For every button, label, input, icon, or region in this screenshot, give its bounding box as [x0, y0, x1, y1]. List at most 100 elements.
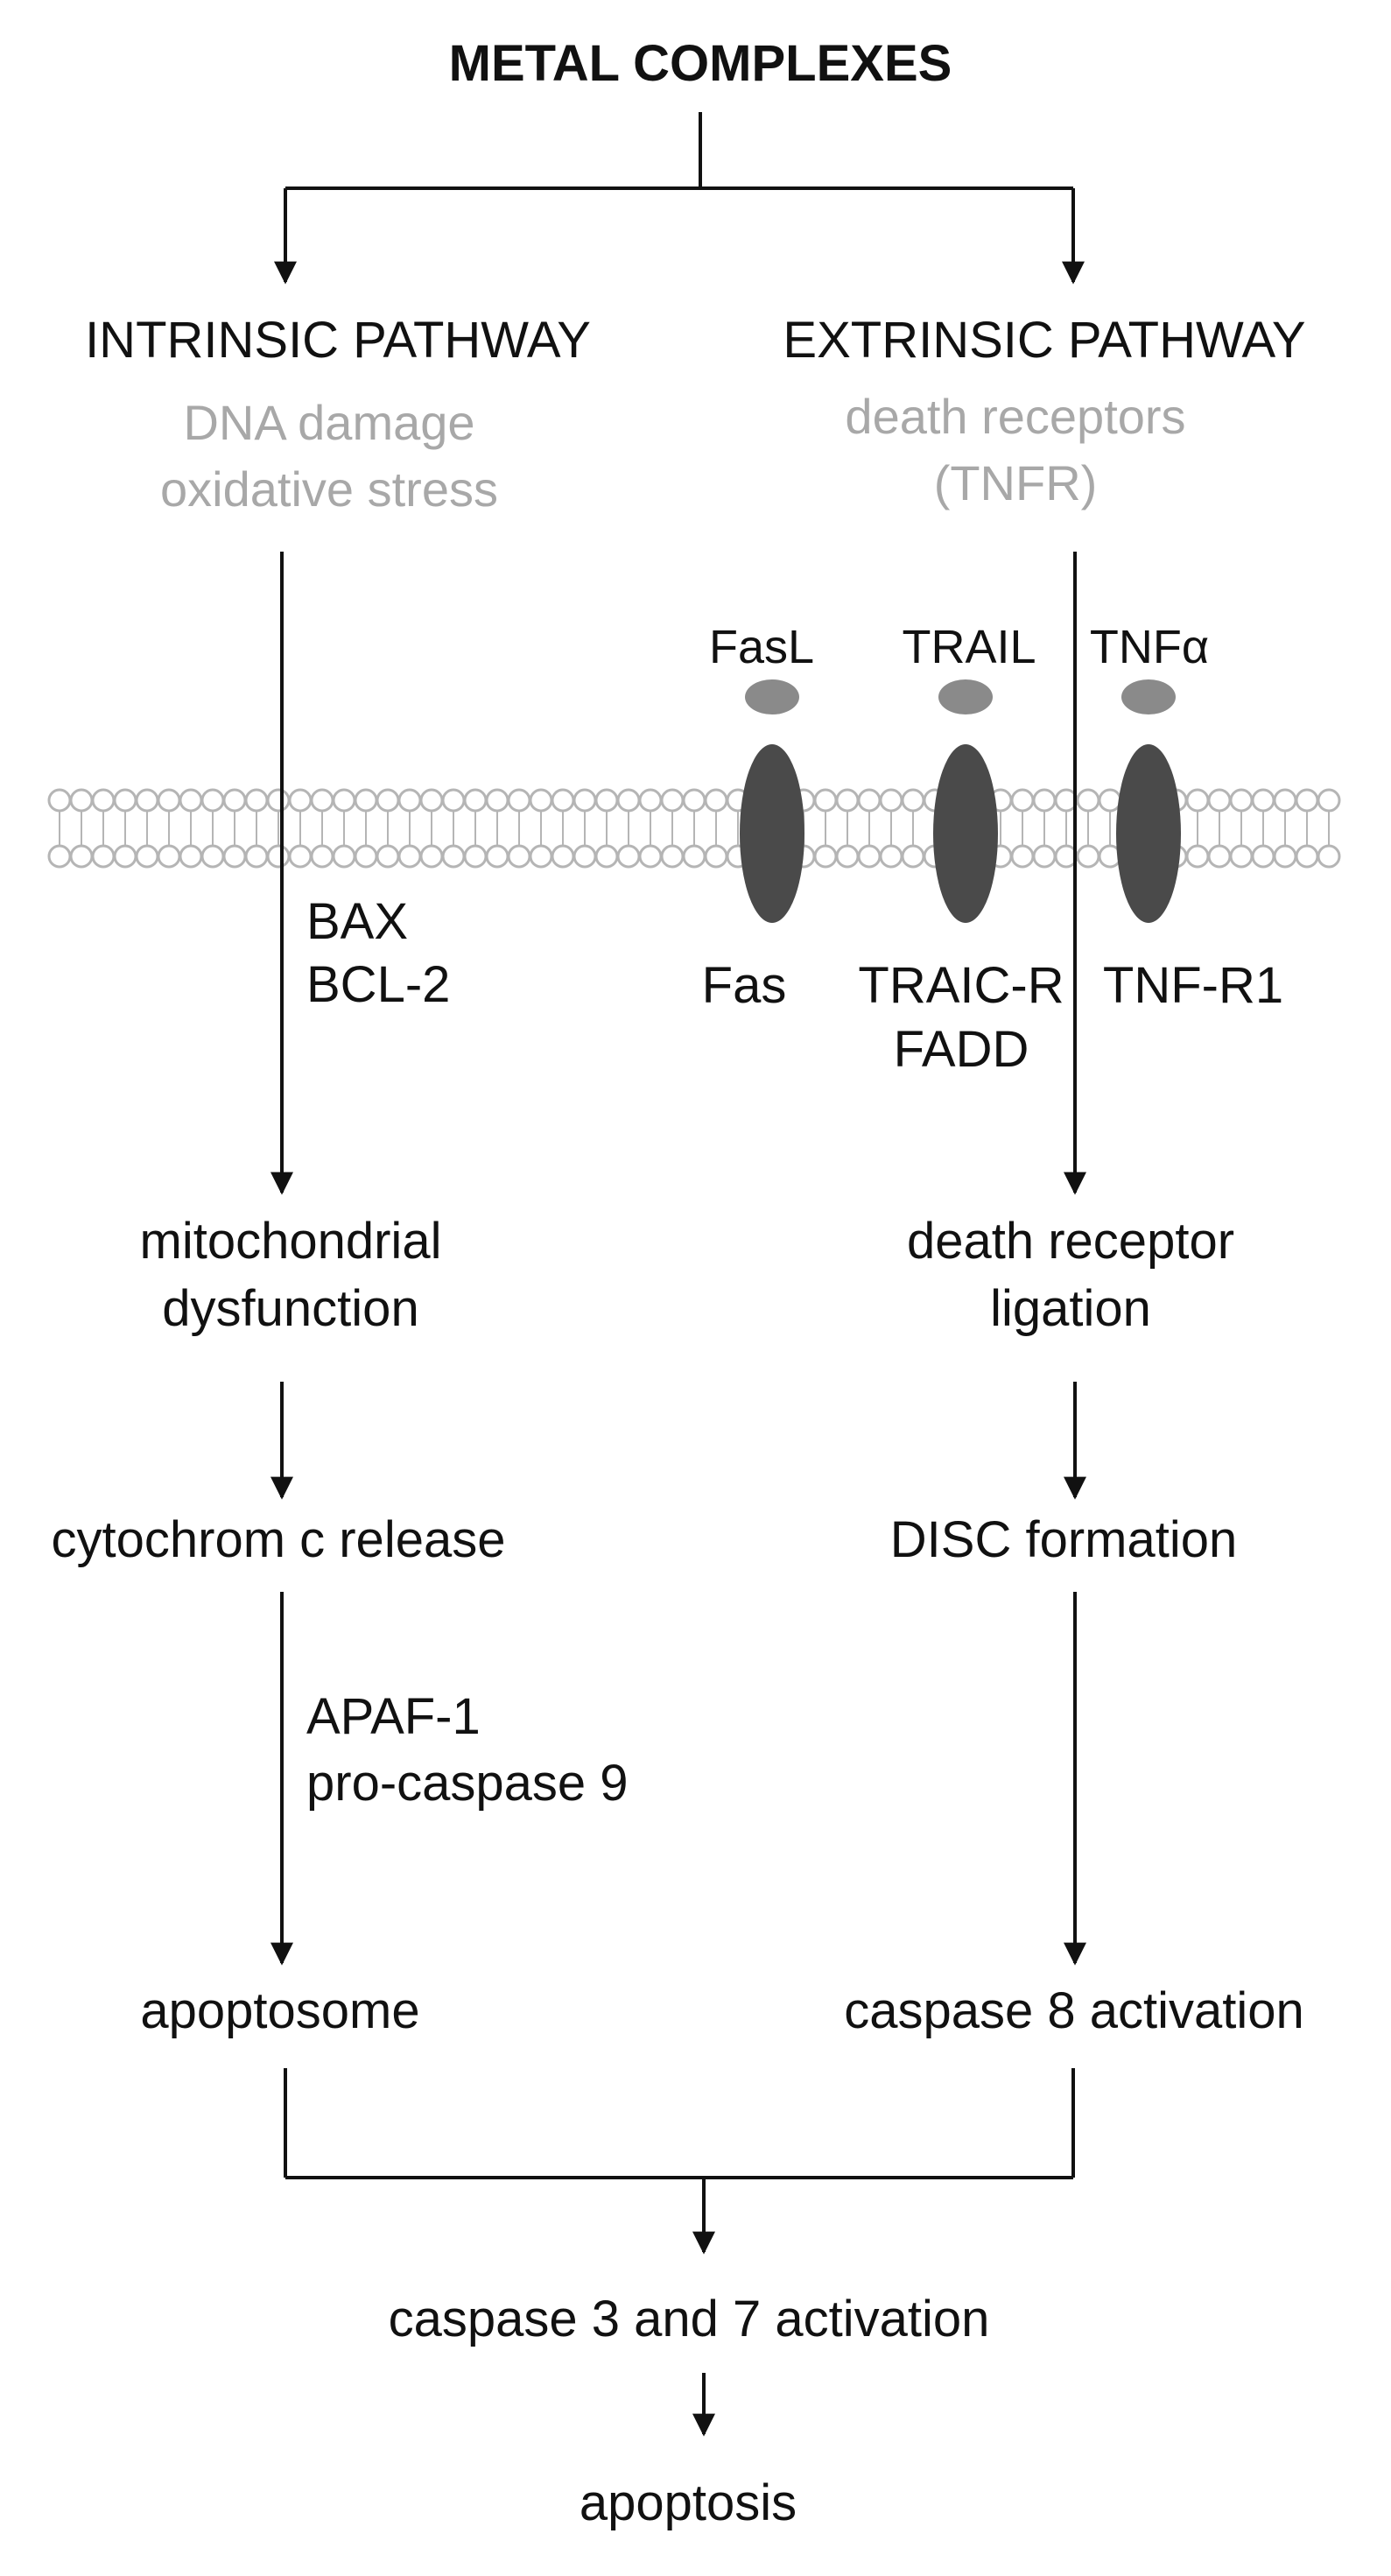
membrane-outer-head [551, 788, 575, 813]
regulator-bcl2: BCL-2 [306, 956, 450, 1013]
membrane-outer-head [1185, 788, 1210, 813]
membrane-inner-head [1010, 844, 1035, 869]
membrane-inner-head [113, 844, 137, 869]
membrane-inner-head [1273, 844, 1297, 869]
membrane-outer-head [1251, 788, 1275, 813]
membrane-inner-head [660, 844, 685, 869]
ligand-trail-shape [938, 679, 993, 714]
intrinsic-step-dysfunction: dysfunction [162, 1280, 418, 1337]
membrane-outer-head [594, 788, 619, 813]
extrinsic-step-disc-formation: DISC formation [890, 1511, 1237, 1568]
membrane-inner-head [179, 844, 203, 869]
intrinsic-step-apoptosome: apoptosome [140, 1982, 419, 2039]
extrinsic-step-death-receptor: death receptor [907, 1213, 1234, 1270]
membrane-outer-head [901, 788, 925, 813]
ligand-label-fasl: FasL [709, 621, 814, 673]
ligand-tnfa-shape [1121, 679, 1176, 714]
membrane-inner-head [288, 844, 313, 869]
membrane-inner-head [266, 844, 291, 869]
membrane-outer-head [573, 788, 597, 813]
extrinsic-trigger-death-receptors: death receptors [845, 389, 1185, 444]
extrinsic-step-caspase-8-activation: caspase 8 activation [844, 1982, 1304, 2039]
membrane-outer-head [616, 788, 641, 813]
membrane-inner-head [573, 844, 597, 869]
membrane-outer-head [463, 788, 488, 813]
membrane-outer-head [441, 788, 466, 813]
membrane-outer-head [200, 788, 225, 813]
intrinsic-pathway-heading: INTRINSIC PATHWAY [85, 312, 591, 369]
ligand-fasl-shape [745, 679, 799, 714]
membrane-outer-head [157, 788, 181, 813]
membrane-inner-head [244, 844, 269, 869]
membrane-outer-head [113, 788, 137, 813]
membrane-inner-head [332, 844, 356, 869]
extrinsic-trigger-tnfr: (TNFR) [934, 455, 1098, 510]
membrane-inner-head [879, 844, 903, 869]
membrane-outer-head [332, 788, 356, 813]
membrane-outer-head [1207, 788, 1232, 813]
membrane-inner-head [813, 844, 838, 869]
outcome-apoptosis: apoptosis [580, 2474, 797, 2531]
membrane-outer-head [179, 788, 203, 813]
top-split-connector [274, 112, 1085, 285]
membrane-inner-head [835, 844, 860, 869]
membrane-inner-head [397, 844, 422, 869]
membrane-inner-head [616, 844, 641, 869]
membrane-outer-head [1076, 788, 1100, 813]
membrane-outer-head [91, 788, 116, 813]
membrane-inner-head [310, 844, 334, 869]
membrane-inner-head [91, 844, 116, 869]
membrane-outer-head [266, 788, 291, 813]
membrane-outer-head [1098, 788, 1122, 813]
membrane-inner-head [200, 844, 225, 869]
membrane-outer-head [1295, 788, 1319, 813]
cofactor-pro-caspase-9: pro-caspase 9 [306, 1755, 629, 1812]
membrane-inner-head [376, 844, 400, 869]
membrane-inner-head [901, 844, 925, 869]
membrane-inner-head [1251, 844, 1275, 869]
membrane-outer-head [288, 788, 313, 813]
membrane-outer-head [529, 788, 553, 813]
membrane-outer-head [507, 788, 531, 813]
membrane-outer-head [1032, 788, 1057, 813]
executioner-caspase-activation: caspase 3 and 7 activation [389, 2291, 990, 2347]
membrane-inner-head [222, 844, 247, 869]
membrane-outer-head [1010, 788, 1035, 813]
intrinsic-trigger-oxidative-stress: oxidative stress [160, 461, 498, 517]
membrane-inner-head [354, 844, 378, 869]
receptor-label-traic-r: TRAIC-R [858, 957, 1064, 1014]
receptor-tnfr1-shape [1116, 744, 1181, 923]
membrane-inner-head [441, 844, 466, 869]
membrane-inner-head [704, 844, 728, 869]
membrane-inner-head [419, 844, 444, 869]
membrane-inner-head [638, 844, 663, 869]
extrinsic-step-ligation: ligation [990, 1280, 1151, 1337]
membrane-outer-head [1229, 788, 1254, 813]
receptor-label-fas: Fas [702, 957, 787, 1014]
membrane-outer-head [1273, 788, 1297, 813]
extrinsic-pathway-heading: EXTRINSIC PATHWAY [783, 312, 1305, 369]
cofactor-apaf1: APAF-1 [306, 1688, 481, 1745]
membrane-inner-head [1032, 844, 1057, 869]
diagram-title: METAL COMPLEXES [449, 35, 952, 92]
membrane-inner-head [1295, 844, 1319, 869]
membrane-outer-head [704, 788, 728, 813]
membrane-inner-head [1229, 844, 1254, 869]
membrane-inner-head [529, 844, 553, 869]
membrane-inner-head [47, 844, 72, 869]
intrinsic-step-mitochondrial: mitochondrial [140, 1213, 442, 1270]
membrane-outer-head [660, 788, 685, 813]
membrane-outer-head [1317, 788, 1341, 813]
membrane-outer-head [813, 788, 838, 813]
membrane-inner-head [69, 844, 94, 869]
membrane-inner-head [1185, 844, 1210, 869]
adaptor-fadd: FADD [894, 1021, 1029, 1078]
membrane-inner-head [594, 844, 619, 869]
membrane-outer-head [69, 788, 94, 813]
membrane-inner-head [1317, 844, 1341, 869]
membrane-inner-head [1076, 844, 1100, 869]
intrinsic-trigger-dna-damage: DNA damage [183, 395, 474, 450]
membrane-outer-head [310, 788, 334, 813]
membrane-inner-head [485, 844, 509, 869]
